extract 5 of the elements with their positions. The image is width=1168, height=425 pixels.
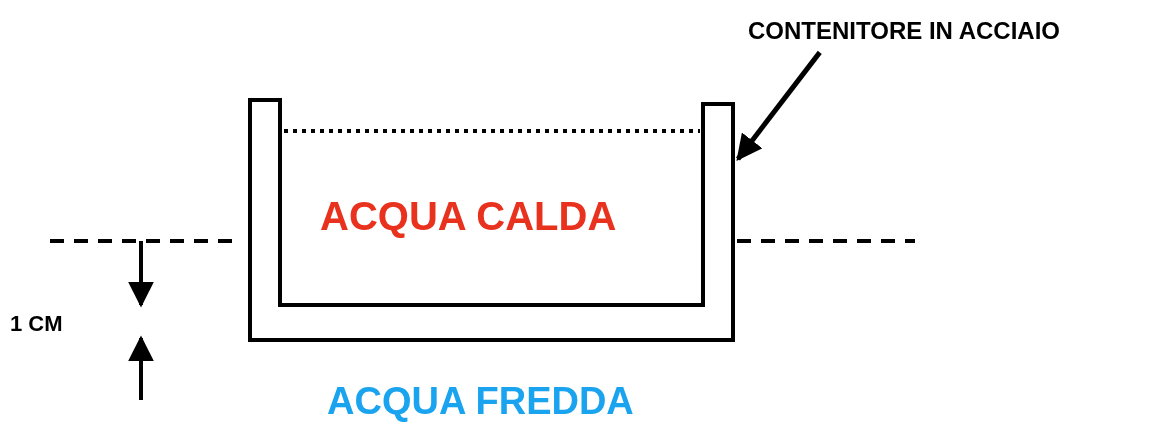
leader-line: [736, 50, 822, 162]
dimension-label: 1 CM: [10, 313, 63, 335]
part-label: CONTENITORE IN ACCIAIO: [748, 18, 1060, 45]
water-label: ACQUA FREDDA: [327, 382, 634, 420]
water-label: ACQUA CALDA: [320, 196, 617, 236]
